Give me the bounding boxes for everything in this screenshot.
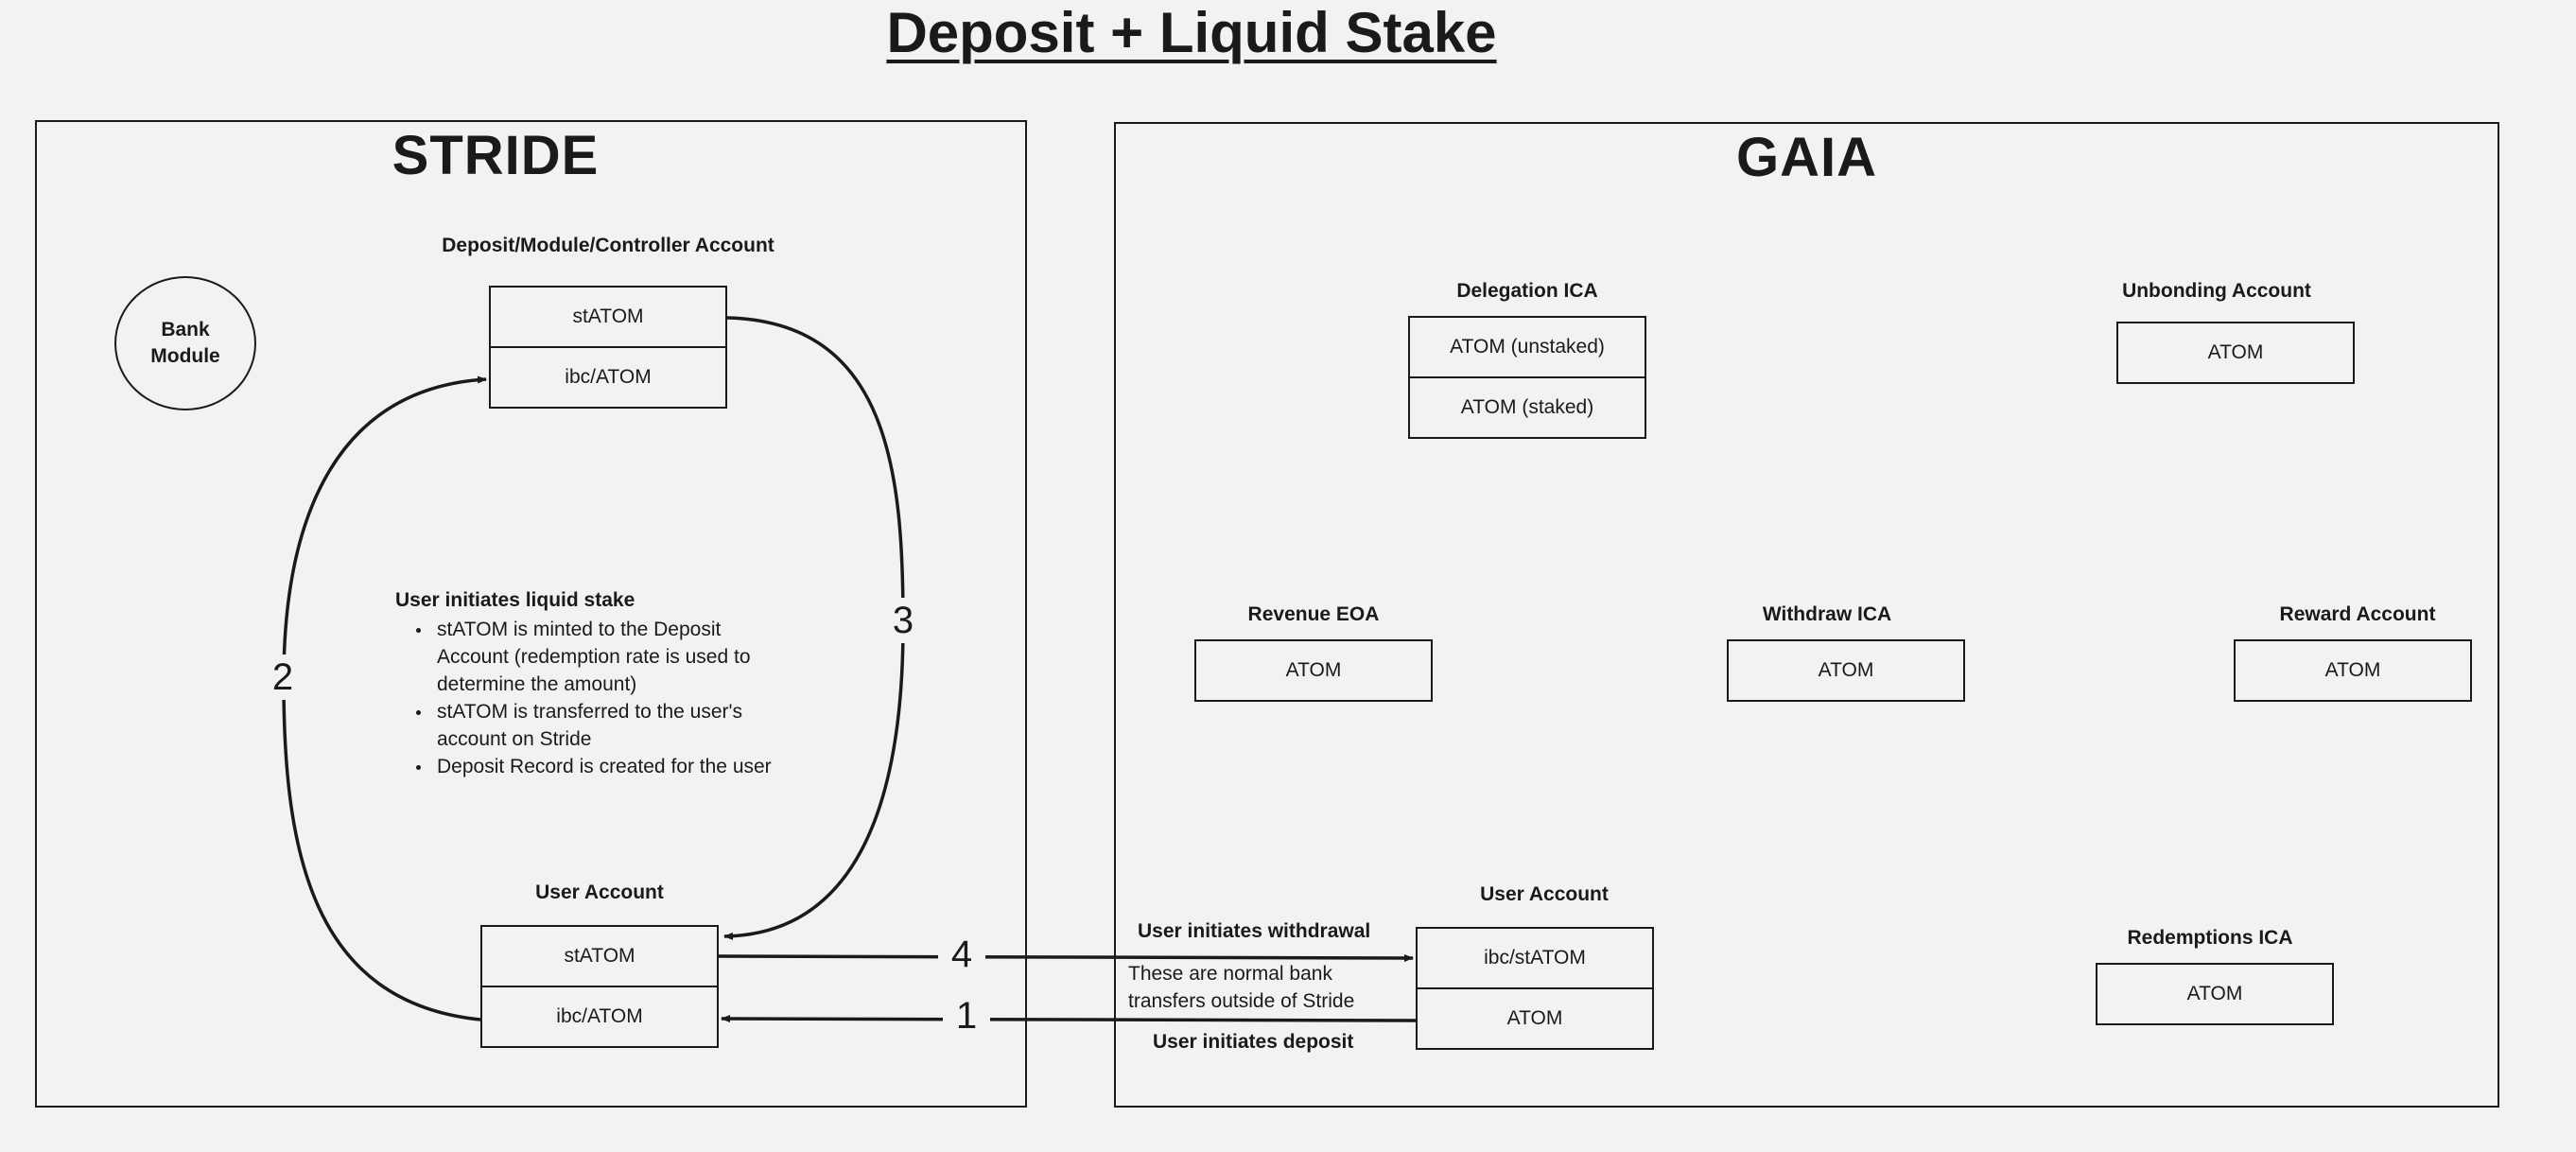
gaia-title: GAIA bbox=[1736, 127, 1877, 188]
step-number-3: 3 bbox=[879, 598, 927, 643]
page-title: Deposit + Liquid Stake bbox=[886, 1, 1497, 64]
unbonding-account-label: Unbonding Account bbox=[2122, 280, 2311, 302]
arrow-step-4 bbox=[718, 953, 1414, 962]
reward-account-label: Reward Account bbox=[2279, 603, 2436, 625]
step-number-2: 2 bbox=[259, 655, 306, 700]
revenue-eoa-label: Revenue EOA bbox=[1247, 603, 1380, 625]
withdraw-ica-row: ATOM bbox=[1727, 639, 1965, 702]
unbonding-account: Unbonding Account ATOM bbox=[2116, 280, 2355, 386]
arrow-step-2 bbox=[282, 375, 487, 1021]
withdrawal-label: User initiates withdrawal bbox=[1138, 920, 1371, 942]
deposit-label: User initiates deposit bbox=[1153, 1031, 1354, 1053]
redemptions-ica: Redemptions ICA ATOM bbox=[2096, 927, 2334, 1027]
deposit-account-label: Deposit/Module/Controller Account bbox=[442, 235, 775, 256]
bank-module: Bank Module bbox=[114, 276, 256, 410]
liquid-stake-note-title: User initiates liquid stake bbox=[395, 589, 635, 611]
withdraw-ica: Withdraw ICA ATOM bbox=[1727, 603, 1965, 704]
delegation-ica: Delegation ICA ATOM (unstaked) ATOM (sta… bbox=[1408, 280, 1646, 443]
stride-title: STRIDE bbox=[392, 125, 600, 186]
arrow-step-3 bbox=[723, 316, 905, 940]
stride-panel: STRIDE bbox=[35, 120, 1027, 1108]
liquid-stake-bullets: stATOM is minted to the Deposit Account … bbox=[395, 616, 792, 780]
deposit-account: Deposit/Module/Controller Account stATOM… bbox=[442, 235, 775, 412]
bank-transfer-note: These are normal bank transfers outside … bbox=[1128, 963, 1355, 1012]
bank-module-label: Bank Module bbox=[150, 319, 220, 367]
liquid-stake-note: User initiates liquid stake stATOM is mi… bbox=[395, 586, 792, 780]
liquid-stake-bullet: Deposit Record is created for the user bbox=[416, 753, 792, 780]
stride-user-account: User Account stATOM ibc/ATOM bbox=[480, 881, 719, 1052]
withdraw-ica-label: Withdraw ICA bbox=[1762, 603, 1892, 625]
step-number-4: 4 bbox=[938, 932, 985, 977]
redemptions-ica-label: Redemptions ICA bbox=[2127, 927, 2293, 949]
reward-account-row: ATOM bbox=[2234, 639, 2472, 702]
revenue-eoa: Revenue EOA ATOM bbox=[1194, 603, 1433, 704]
deposit-account-row: ibc/ATOM bbox=[489, 346, 727, 409]
delegation-ica-row: ATOM (staked) bbox=[1408, 376, 1646, 439]
stride-user-account-label: User Account bbox=[535, 881, 664, 903]
liquid-stake-bullet: stATOM is transferred to the user's acco… bbox=[416, 698, 792, 753]
gaia-user-account-row: ATOM bbox=[1416, 987, 1654, 1050]
liquid-stake-bullet: stATOM is minted to the Deposit Account … bbox=[416, 616, 792, 698]
step-number-1: 1 bbox=[943, 993, 990, 1039]
unbonding-account-row: ATOM bbox=[2116, 322, 2355, 384]
stride-user-account-row: ibc/ATOM bbox=[480, 986, 719, 1048]
reward-account: Reward Account ATOM bbox=[2234, 603, 2472, 704]
redemptions-ica-row: ATOM bbox=[2096, 963, 2334, 1025]
gaia-panel: GAIA bbox=[1114, 122, 2499, 1108]
gaia-user-account: User Account ibc/stATOM ATOM bbox=[1416, 883, 1654, 1054]
gaia-user-account-label: User Account bbox=[1480, 883, 1609, 905]
delegation-ica-label: Delegation ICA bbox=[1456, 280, 1598, 302]
arrow-step-1 bbox=[721, 1015, 1417, 1023]
revenue-eoa-row: ATOM bbox=[1194, 639, 1433, 702]
